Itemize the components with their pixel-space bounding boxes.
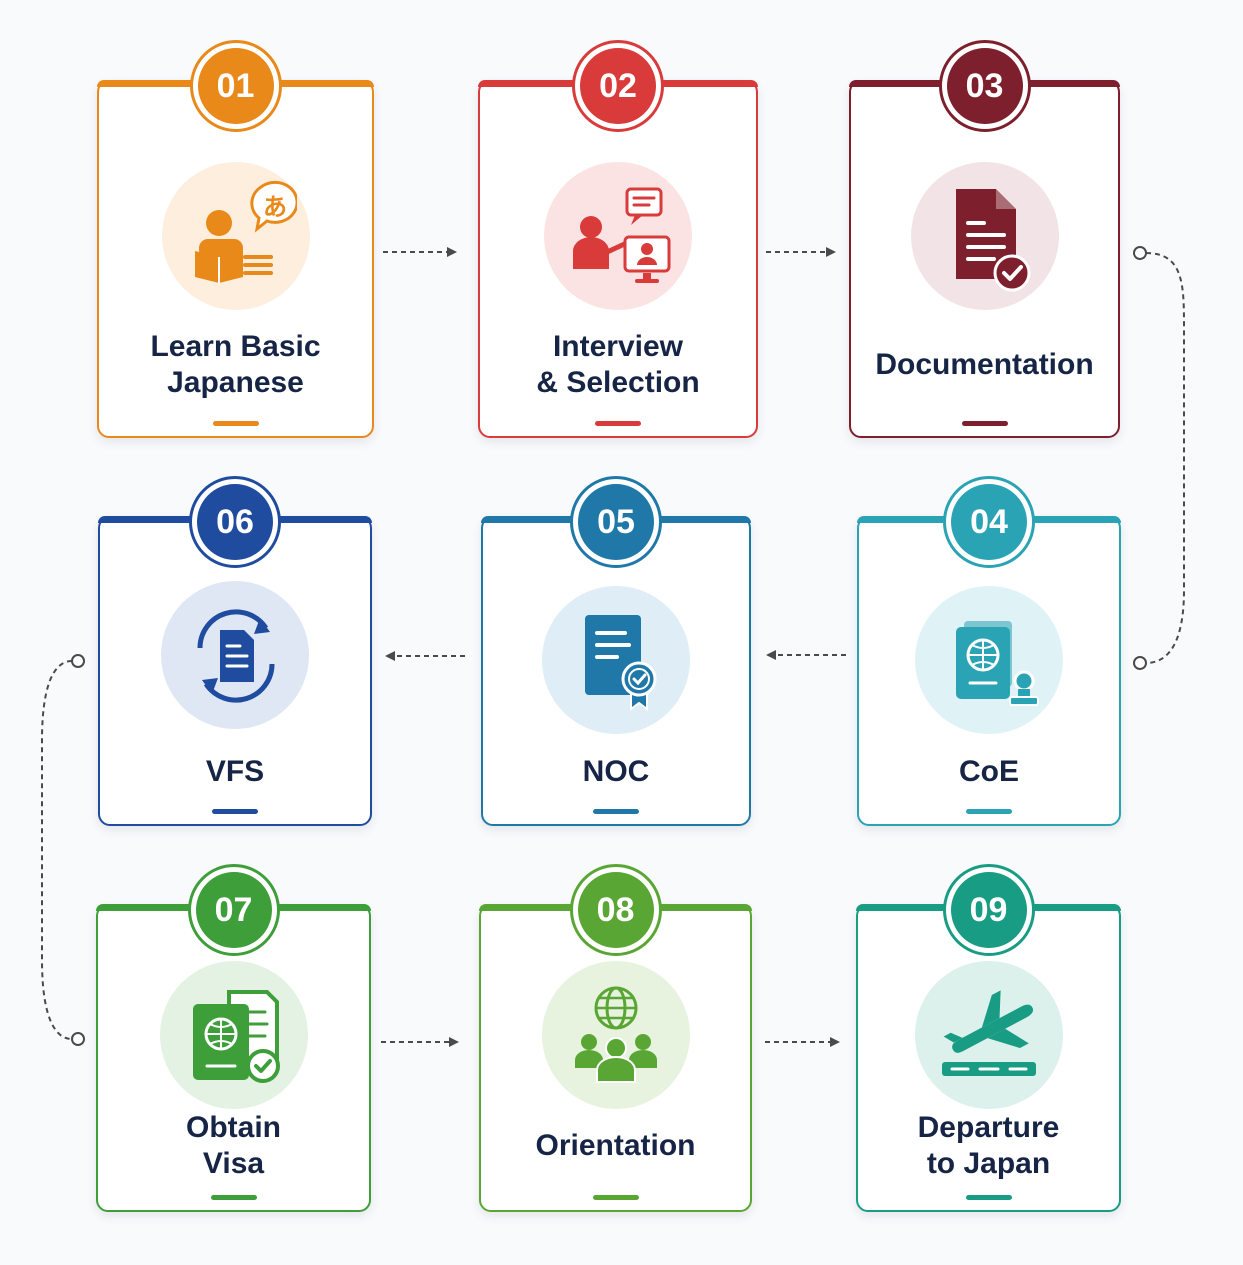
step-number-badge: 08 xyxy=(569,864,662,956)
connector-node xyxy=(1133,656,1147,670)
step-icon-circle xyxy=(910,162,1059,310)
step-card-07: 07 Obtain Visa xyxy=(96,864,371,1212)
document-cycle-icon xyxy=(197,609,275,703)
connector-node xyxy=(71,654,85,668)
step-number-badge: 01 xyxy=(189,40,282,132)
step-number: 05 xyxy=(578,484,654,560)
step-icon-circle xyxy=(544,162,692,310)
group-globe-icon xyxy=(574,986,657,1083)
step-number-badge: 07 xyxy=(187,864,280,956)
step-number: 02 xyxy=(580,48,656,124)
step-title: Interview & Selection xyxy=(536,330,700,399)
step-card-05: 05 NOC xyxy=(481,476,751,826)
step-number: 04 xyxy=(951,484,1027,560)
step-title: Learn Basic Japanese xyxy=(150,330,321,399)
step-number: 08 xyxy=(577,872,654,948)
step-title: NOC xyxy=(582,755,650,788)
connector-node xyxy=(71,1032,85,1046)
svg-text:あ: あ xyxy=(263,193,287,221)
step-icon-circle xyxy=(541,961,690,1109)
step-number: 01 xyxy=(197,48,274,124)
step-icon-circle xyxy=(915,586,1063,734)
step-number: 09 xyxy=(950,872,1027,948)
step-card-04: 04 CoE xyxy=(857,476,1121,826)
step-title: CoE xyxy=(959,755,1019,788)
passport-stamp-icon xyxy=(956,621,1039,706)
step-accent-underline xyxy=(592,1195,639,1200)
step-accent-underline xyxy=(212,421,259,426)
step-accent-underline xyxy=(595,421,641,426)
step-icon-circle xyxy=(914,961,1063,1109)
document-check-icon xyxy=(955,189,1030,292)
step-accent-underline xyxy=(966,809,1012,814)
step-title: Departure to Japan xyxy=(917,1111,1060,1180)
step-card-03: 03 Documentation xyxy=(849,40,1120,438)
loop-connector-03-to-04 xyxy=(1145,252,1185,664)
step-accent-underline xyxy=(961,421,1008,426)
step-card-09: 09 Departure to Japan xyxy=(856,864,1121,1212)
step-icon-circle: あ xyxy=(161,162,310,310)
step-number: 03 xyxy=(946,48,1023,124)
step-number-badge: 02 xyxy=(572,40,664,132)
step-number-badge: 05 xyxy=(570,476,662,568)
step-icon-circle xyxy=(542,586,690,734)
step-icon-circle xyxy=(159,961,308,1109)
passport-visa-approved-icon xyxy=(192,990,280,1083)
step-number-badge: 06 xyxy=(189,476,281,568)
person-reading-japanese-icon: あ xyxy=(194,180,297,283)
step-accent-underline xyxy=(965,1195,1012,1200)
step-card-02: 02 Interview & Selection xyxy=(478,40,758,438)
step-accent-underline xyxy=(210,1195,257,1200)
interview-presentation-icon xyxy=(573,187,671,283)
step-card-08: 08 Orientation xyxy=(479,864,752,1212)
step-title: Orientation xyxy=(535,1129,696,1162)
step-number-badge: 09 xyxy=(942,864,1035,956)
step-card-01: 01 あ Learn Basic Japanese xyxy=(97,40,374,438)
step-number-badge: 03 xyxy=(938,40,1031,132)
step-title: VFS xyxy=(205,755,265,788)
step-number-badge: 04 xyxy=(943,476,1035,568)
airplane-departure-icon xyxy=(941,990,1036,1076)
step-number: 06 xyxy=(197,484,273,560)
step-icon-circle xyxy=(161,581,309,729)
certificate-icon xyxy=(585,615,657,711)
step-accent-underline xyxy=(593,809,639,814)
step-title: Documentation xyxy=(875,348,1094,381)
step-card-06: 06 VFS xyxy=(98,476,372,826)
loop-connector-06-to-07 xyxy=(41,660,73,1040)
step-title: Obtain Visa xyxy=(186,1111,281,1180)
connector-node xyxy=(1133,246,1147,260)
step-accent-underline xyxy=(212,809,258,814)
step-number: 07 xyxy=(195,872,272,948)
